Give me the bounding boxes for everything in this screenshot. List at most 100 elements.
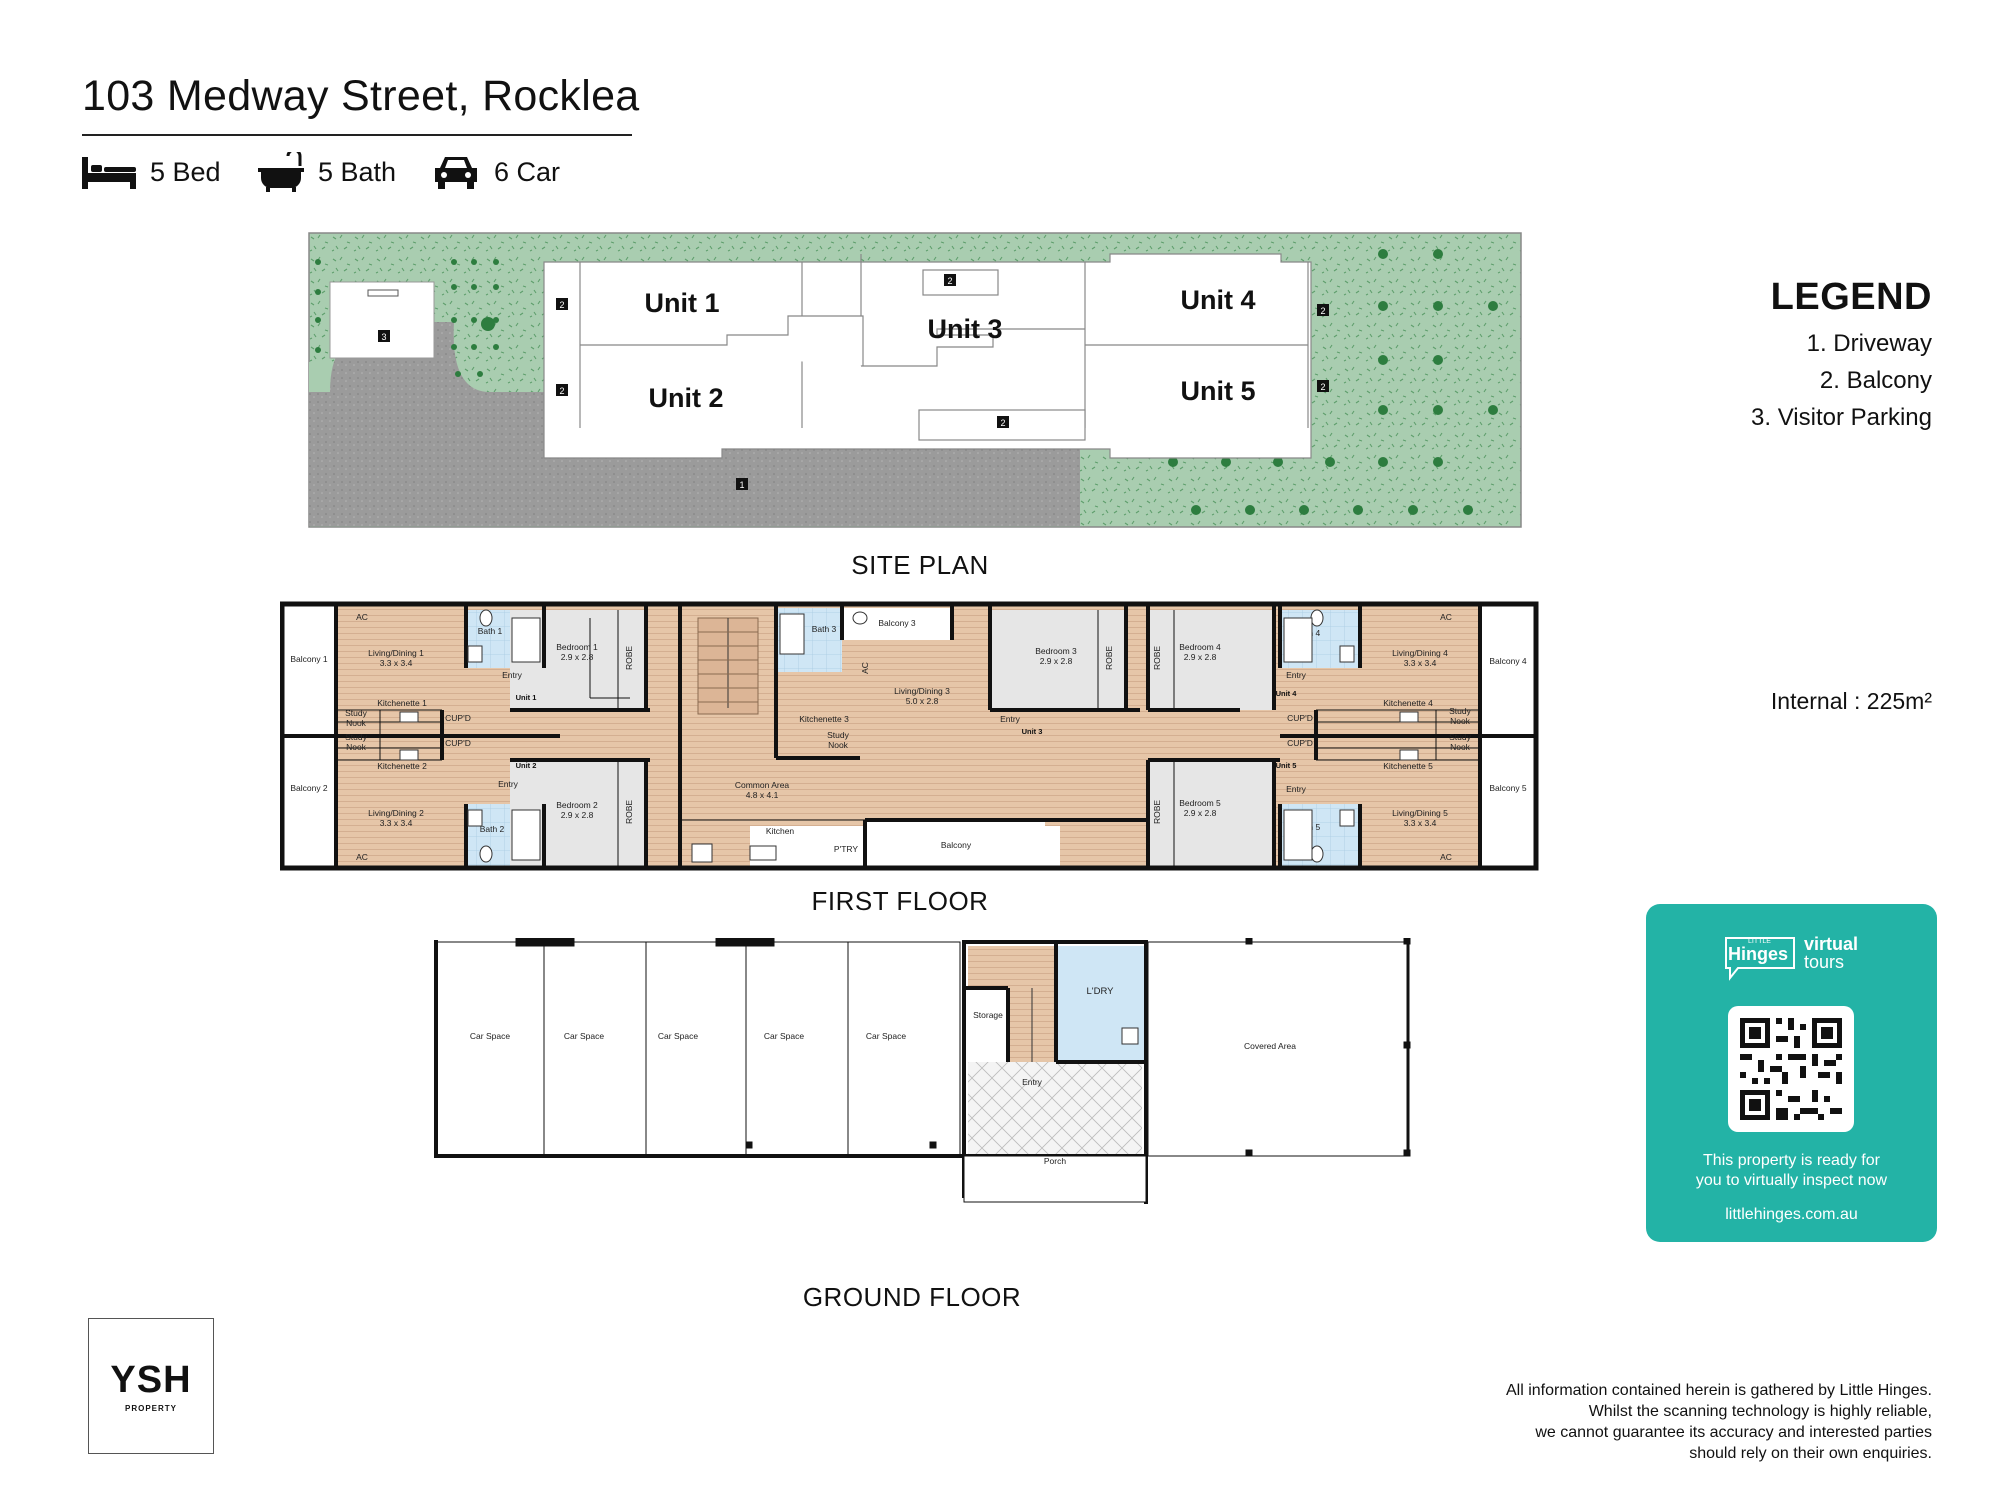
svg-text:2: 2: [559, 300, 564, 310]
svg-text:2.9 x 2.8: 2.9 x 2.8: [561, 652, 594, 662]
marker-visitor-parking: 3: [381, 332, 386, 342]
svg-text:Bedroom 5: Bedroom 5: [1179, 798, 1221, 808]
gf-covered-area: [1147, 938, 1411, 1157]
svg-text:ROBE: ROBE: [1104, 646, 1114, 670]
svg-text:Car Space: Car Space: [866, 1031, 906, 1041]
svg-text:Living/Dining 1: Living/Dining 1: [368, 648, 424, 658]
disclaimer-line: Whilst the scanning technology is highly…: [1588, 1403, 1932, 1420]
logo-tours-text: tours: [1804, 952, 1845, 972]
agency-name: YSH: [110, 1359, 192, 1401]
svg-text:Study: Study: [827, 730, 849, 740]
svg-text:Nook: Nook: [1450, 742, 1471, 752]
svg-text:AC: AC: [356, 852, 368, 862]
svg-text:Nook: Nook: [346, 742, 367, 752]
svg-text:Kitchenette 5: Kitchenette 5: [1383, 761, 1433, 771]
svg-text:2: 2: [1320, 382, 1325, 392]
site-unit-1: Unit 1: [644, 288, 719, 318]
svg-text:ROBE: ROBE: [1152, 800, 1162, 824]
ff-stairs: [697, 617, 759, 715]
legend-item-visitor-parking: 3. Visitor Parking: [1751, 404, 1932, 431]
property-address: 103 Medway Street, Rocklea: [82, 72, 640, 120]
site-plan-label: SITE PLAN: [851, 550, 989, 580]
logo-small-text: LITTLE: [1748, 938, 1771, 945]
qr-code[interactable]: [1728, 1006, 1854, 1132]
logo-virtual-text: virtual: [1804, 934, 1859, 954]
svg-text:Unit 3: Unit 3: [1022, 727, 1043, 736]
gf-core-labels: Storage L'DRY Entry Porch: [973, 986, 1114, 1166]
svg-text:3.3 x 3.4: 3.3 x 3.4: [1404, 818, 1437, 828]
svg-text:Car Space: Car Space: [470, 1031, 510, 1041]
svg-text:Balcony 4: Balcony 4: [1489, 656, 1527, 666]
svg-text:2.9 x 2.8: 2.9 x 2.8: [561, 810, 594, 820]
site-plan: 3 Unit 1 Unit 2 Unit 3 Unit 4 Unit 5 2: [308, 232, 1522, 528]
bath-feature: 5 Bath: [258, 152, 396, 192]
svg-text:Entry: Entry: [498, 779, 519, 789]
svg-text:Bath 1: Bath 1: [478, 626, 503, 636]
svg-text:Bedroom 1: Bedroom 1: [556, 642, 598, 652]
svg-text:Study: Study: [1449, 732, 1471, 742]
svg-text:Living/Dining 4: Living/Dining 4: [1392, 648, 1448, 658]
ff-unit-labels: Unit 1 Unit 2 Unit 3 Unit 4 Unit 5: [516, 689, 1298, 770]
disclaimer-line: we cannot guarantee its accuracy and int…: [1535, 1424, 1932, 1441]
svg-text:CUP'D: CUP'D: [1287, 738, 1313, 748]
car-feature: 6 Car: [432, 152, 560, 192]
virtual-tour-card[interactable]: LITTLE Hinges virtual tours This pro: [1646, 904, 1937, 1242]
agency-sub: PROPERTY: [124, 1404, 177, 1413]
tour-url-link[interactable]: littlehinges.com.au: [1725, 1206, 1858, 1223]
legend-item-driveway: 1. Driveway: [1806, 330, 1932, 357]
svg-text:AC: AC: [1440, 612, 1452, 622]
svg-text:Entry: Entry: [1000, 714, 1021, 724]
legend-title: LEGEND: [1770, 276, 1932, 318]
site-markers: 2 2 2 2 2 2 1: [556, 274, 1329, 490]
svg-text:2: 2: [1320, 306, 1325, 316]
svg-text:Storage: Storage: [973, 1010, 1003, 1020]
gf-car-labels: Car Space Car Space Car Space Car Space …: [470, 1031, 906, 1041]
svg-text:Bedroom 2: Bedroom 2: [556, 800, 598, 810]
svg-text:AC: AC: [860, 662, 870, 674]
ground-floor-label: GROUND FLOOR: [802, 1282, 1022, 1312]
svg-text:P'TRY: P'TRY: [834, 844, 858, 854]
svg-text:Car Space: Car Space: [764, 1031, 804, 1041]
svg-text:4.8 x 4.1: 4.8 x 4.1: [746, 790, 779, 800]
svg-text:3.3 x 3.4: 3.3 x 3.4: [380, 818, 413, 828]
svg-text:Nook: Nook: [346, 718, 367, 728]
svg-text:Study: Study: [345, 708, 367, 718]
site-unit-2: Unit 2: [648, 383, 723, 413]
svg-text:Kitchenette 2: Kitchenette 2: [377, 761, 427, 771]
internal-area: Internal : 225m²: [1770, 688, 1932, 714]
svg-text:AC: AC: [356, 612, 368, 622]
svg-text:ROBE: ROBE: [624, 646, 634, 670]
svg-text:Balcony 3: Balcony 3: [878, 618, 916, 628]
svg-text:2.9 x 2.8: 2.9 x 2.8: [1184, 652, 1217, 662]
bath-icon: [258, 152, 304, 192]
bath-count: 5 Bath: [318, 156, 397, 187]
svg-text:3.3 x 3.4: 3.3 x 3.4: [1404, 658, 1437, 668]
svg-text:Entry: Entry: [502, 670, 523, 680]
gf-car-spaces: [434, 938, 962, 1158]
svg-text:3.3 x 3.4: 3.3 x 3.4: [380, 658, 413, 668]
svg-text:Living/Dining 3: Living/Dining 3: [894, 686, 950, 696]
svg-text:AC: AC: [1440, 852, 1452, 862]
svg-text:2: 2: [1000, 418, 1005, 428]
svg-text:Entry: Entry: [1286, 784, 1307, 794]
first-floor-label: FIRST FLOOR: [811, 886, 989, 916]
gf-covered-label: Covered Area: [1244, 1041, 1296, 1051]
ff-room-labels: Balcony 1 Balcony 2 Balcony 4 Balcony 5 …: [290, 612, 1527, 862]
svg-text:Kitchenette 1: Kitchenette 1: [377, 698, 427, 708]
svg-text:Unit 5: Unit 5: [1276, 761, 1297, 770]
svg-text:ROBE: ROBE: [1152, 646, 1162, 670]
svg-text:Bath 3: Bath 3: [812, 624, 837, 634]
car-icon: [435, 157, 477, 189]
gf-core: [962, 940, 1148, 1204]
svg-text:Bath 2: Bath 2: [480, 824, 505, 834]
svg-text:CUP'D: CUP'D: [445, 713, 471, 723]
svg-text:Balcony 2: Balcony 2: [290, 783, 328, 793]
svg-text:Entry: Entry: [1286, 670, 1307, 680]
svg-text:Entry: Entry: [1022, 1077, 1043, 1087]
car-count: 6 Car: [494, 156, 561, 187]
site-unit-4: Unit 4: [1180, 285, 1255, 315]
svg-text:Living/Dining 5: Living/Dining 5: [1392, 808, 1448, 818]
disclaimer-line: should rely on their own enquiries.: [1689, 1445, 1932, 1462]
site-unit-3: Unit 3: [927, 314, 1002, 344]
svg-text:Porch: Porch: [1044, 1156, 1066, 1166]
